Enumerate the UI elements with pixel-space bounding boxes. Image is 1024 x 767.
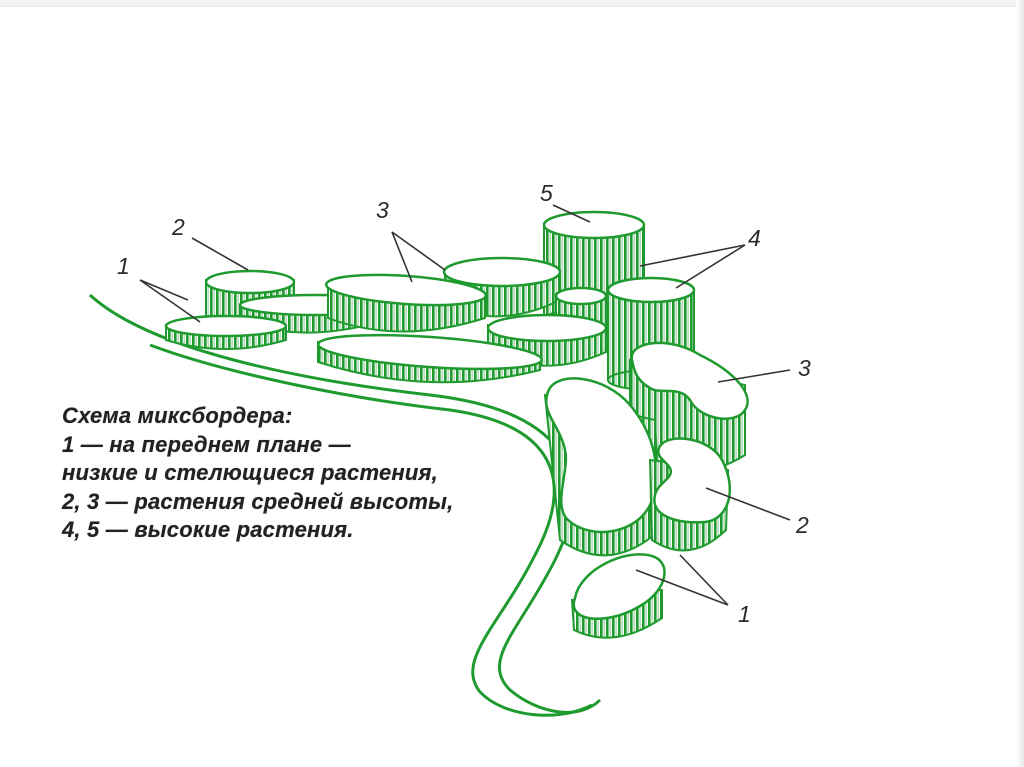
label-1-bottom: 1 (738, 601, 751, 627)
label-4-right: 4 (748, 225, 761, 251)
path-edge-inner (149, 343, 593, 717)
plant-group-1-bottom (570, 553, 666, 639)
legend-line-2: низкие и стелющиеся растения, (62, 460, 438, 485)
legend-line-1: 1 — на переднем плане — (62, 431, 351, 457)
legend-line-4: 4, 5 — высокие растения. (62, 517, 354, 542)
label-2-right: 2 (795, 512, 809, 538)
legend-title: Схема миксбордера: (62, 403, 293, 428)
leader-lines (139, 204, 791, 606)
label-3-right: 3 (798, 355, 811, 381)
slide-top-border (0, 0, 1024, 7)
label-2-top: 2 (171, 214, 185, 240)
plant-group-1-left (164, 314, 288, 350)
slide-right-edge (1016, 0, 1024, 767)
label-3-top: 3 (376, 197, 389, 223)
plant-group-3-big (543, 377, 662, 557)
legend-line-3: 2, 3 — растения средней высоты, (62, 488, 454, 514)
label-1-left: 1 (117, 253, 130, 279)
diagram-legend: Схема миксбордера: 1 — на переднем плане… (62, 402, 542, 545)
label-5-top: 5 (540, 180, 553, 206)
plant-group-1-center (317, 333, 543, 384)
plant-group-3-center (324, 273, 488, 333)
plant-group-2-right (648, 437, 731, 552)
